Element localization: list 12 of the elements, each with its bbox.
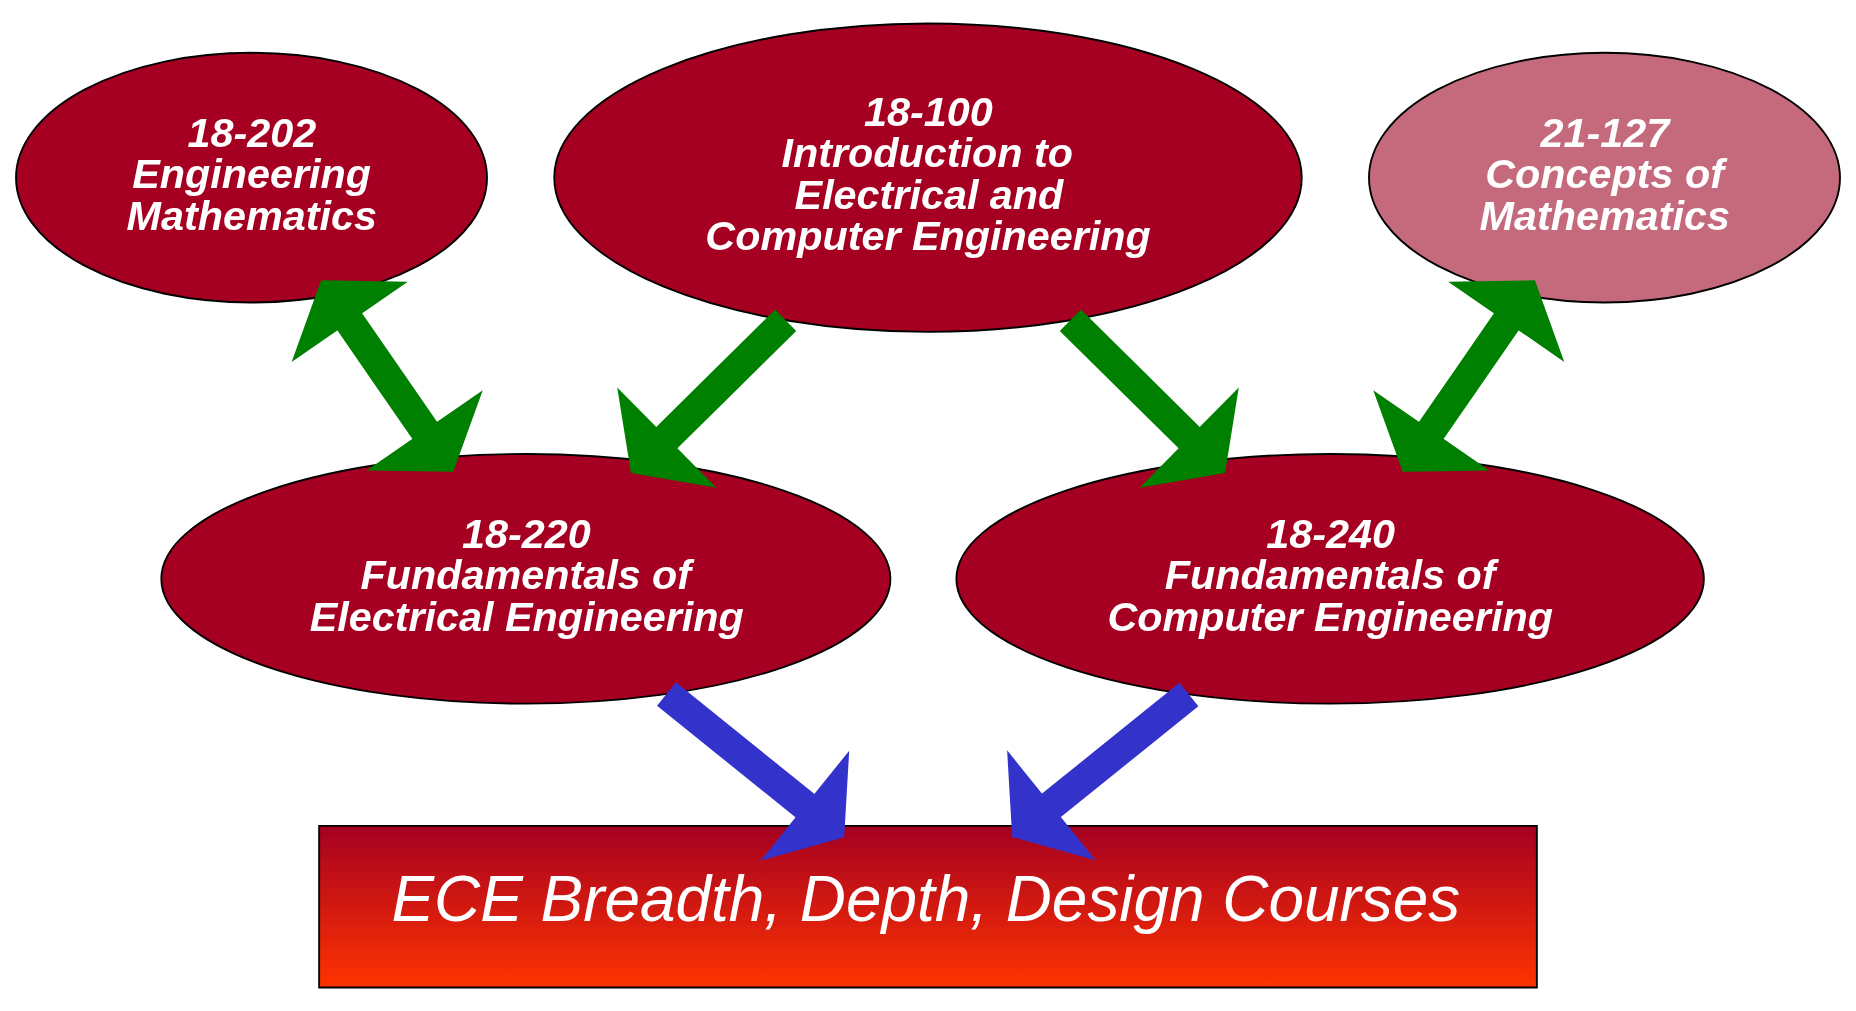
arrow: [617, 309, 797, 488]
arrow: [1373, 280, 1565, 472]
arrow: [657, 682, 850, 861]
arrow: [1007, 682, 1199, 861]
node-ellipse: 18-240 Fundamentals of Computer Engineering: [955, 453, 1705, 705]
node-ellipse: 18-100 Introduction to Electrical and Computer Engineering: [553, 22, 1303, 333]
arrow: [291, 280, 483, 472]
node-ellipse: 18-220 Fundamentals of Electrical Engineering: [160, 453, 892, 705]
node-box: ECE Breadth, Depth, Design Courses: [318, 824, 1538, 989]
arrow: [1059, 309, 1239, 488]
node-ellipse: 21-127 Concepts of Mathematics: [1368, 51, 1841, 304]
node-ellipse: 18-202 Engineering Mathematics: [15, 51, 488, 304]
